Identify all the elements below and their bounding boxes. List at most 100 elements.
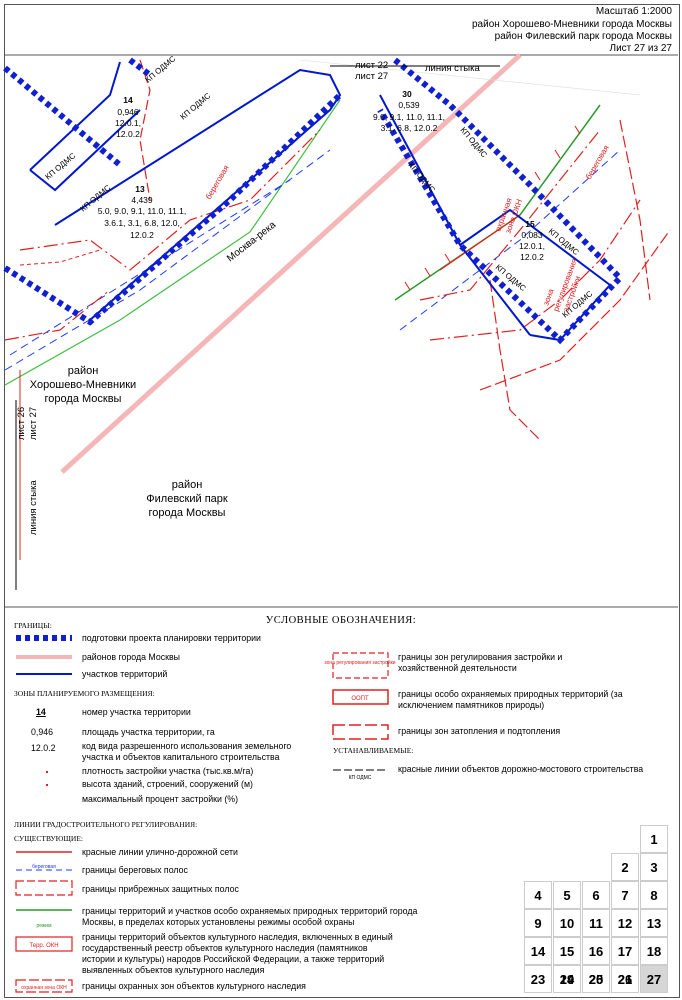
parcel-15-label: 15 0,083 12.0.1, 12.0.2 <box>519 219 545 262</box>
district-boundary <box>60 53 522 474</box>
sheet-index-grid: 1 2 3 4 5 6 7 8 9 10 11 12 13 14 15 16 1… <box>524 825 669 995</box>
legend-natural-terr: границы территорий и участков особо охра… <box>82 906 418 927</box>
svg-text:14: 14 <box>123 95 133 105</box>
svg-text:3.1, 6.8, 12.0.2: 3.1, 6.8, 12.0.2 <box>381 123 438 133</box>
joint-top-label: линия стыка <box>425 63 480 74</box>
sheet-cell-16[interactable]: 16 <box>582 937 610 965</box>
legend-density-text: плотность застройки участка (тыс.кв.м/га… <box>82 766 254 776</box>
district-a-line1: район <box>68 365 99 377</box>
parcel-30-label: 30 0,539 9.0, 9.1, 11.0, 11.1, 3.1, 6.8,… <box>373 89 445 133</box>
parcel-13-border <box>54 68 342 321</box>
legend-ex-code-text: код вида разрешенного использования земе… <box>82 741 292 762</box>
shore-label: береговая <box>204 164 231 201</box>
svg-text:12.0.1,: 12.0.1, <box>115 118 141 128</box>
legend-water-protect: границы прибрежных защитных полос <box>82 884 239 894</box>
svg-text:12.0.2: 12.0.2 <box>116 129 140 139</box>
zone-red-left <box>19 129 321 271</box>
parcel-14-border <box>29 61 121 171</box>
sheet-cell-4[interactable]: 4 <box>524 881 552 909</box>
legend-established-title: УСТАНАВЛИВАЕМЫЕ: <box>333 746 414 755</box>
sheet-cell-24[interactable]: 24 <box>553 965 581 993</box>
district-a-line2: Хорошево-Мневники <box>30 379 136 391</box>
legend-shore-lines: границы береговых полос <box>82 865 188 875</box>
svg-text:12.0.2: 12.0.2 <box>520 252 544 262</box>
sheet-cell-1[interactable]: 1 <box>640 825 668 853</box>
sheet-cell-2[interactable]: 2 <box>611 853 639 881</box>
parcel-13-label: 13 4,439 5.0, 9.0, 9.1, 11.0, 11.1, 3.6.… <box>98 184 187 240</box>
planning-boundary <box>3 65 122 168</box>
svg-text:12.0.1,: 12.0.1, <box>519 241 545 251</box>
legend-district-border: районов города Москвы <box>82 652 180 662</box>
joint-left-label: линия стыка <box>28 480 39 535</box>
shore-line-blue <box>4 149 331 371</box>
sheet-frame <box>4 4 680 998</box>
sheet-cell-13[interactable]: 13 <box>640 909 668 937</box>
zone-red-right <box>429 199 641 341</box>
sheet-top-label-2: лист 27 <box>355 71 388 82</box>
svg-text:15: 15 <box>525 219 535 229</box>
legend-ex-code: 12.0.2 <box>31 743 56 753</box>
district-title-1: район Хорошево-Мневники города Москвы <box>471 19 672 30</box>
sheet-top-label: лист 22 <box>355 60 388 71</box>
sheet-cell-23[interactable]: 23 <box>524 965 552 993</box>
district-b-line3: города Москвы <box>149 507 226 519</box>
svg-text:0,946: 0,946 <box>117 107 139 117</box>
legend-road-red-lines-text: красные линии объектов дорожно-мостового… <box>398 764 644 774</box>
svg-text:12.0.2: 12.0.2 <box>130 230 154 240</box>
district-b-line2: Филевский парк <box>146 493 228 505</box>
legend-title: УСЛОВНЫЕ ОБОЗНАЧЕНИЯ: <box>265 615 417 626</box>
svg-text:30: 30 <box>402 89 412 99</box>
district-title-2: район Филевский парк города Москвы <box>494 31 672 42</box>
svg-text:13: 13 <box>135 184 145 194</box>
sheet-cell-6[interactable]: 6 <box>582 881 610 909</box>
legend-ex-area: 0,946 <box>31 727 54 737</box>
legend-borders-title: ГРАНИЦЫ: <box>14 621 52 630</box>
sheet-cell-7[interactable]: 7 <box>611 881 639 909</box>
sheet-cell-5[interactable]: 5 <box>553 881 581 909</box>
legend-okn-zones: границы охранных зон объектов культурног… <box>82 981 306 991</box>
legend-ex-area-text: площадь участка территории, га <box>82 727 215 737</box>
sheet-cell-10[interactable]: 10 <box>553 909 581 937</box>
svg-text:0,539: 0,539 <box>398 100 420 110</box>
scale-label: Масштаб 1:2000 <box>595 6 672 17</box>
odms-label: КП ОДМС <box>144 54 178 85</box>
sheet-cell-17[interactable]: 17 <box>611 937 639 965</box>
map-canvas: лист 22 лист 27 линия стыка лист 26 лист… <box>3 53 678 590</box>
legend-parcel-border: участков территорий <box>82 669 168 679</box>
odms-label: КП ОДМС <box>44 151 78 182</box>
legend-ex-num: 14 <box>36 707 46 717</box>
sheet-cell-25[interactable]: 25 <box>582 965 610 993</box>
sheet-cell-12[interactable]: 12 <box>611 909 639 937</box>
legend-reg-zone-text: границы зон регулирования застройки и хо… <box>398 652 563 673</box>
sheet-cell-14[interactable]: 14 <box>524 937 552 965</box>
sheet-index-grid-bottom: 23 24 25 26 27 <box>524 965 669 995</box>
district-a-line3: города Москвы <box>45 393 122 405</box>
legend-lines-title: ЛИНИИ ГРАДОСТРОИТЕЛЬНОГО РЕГУЛИРОВАНИЯ: <box>14 820 198 829</box>
river-label: Москва-река <box>225 219 278 264</box>
svg-text:0,083: 0,083 <box>521 230 543 240</box>
sheet-number: Лист 27 из 27 <box>609 43 672 54</box>
sheet-cell-15[interactable]: 15 <box>553 937 581 965</box>
legend-zones-title: ЗОНЫ ПЛАНИРУЕМОГО РАЗМЕЩЕНИЯ: <box>14 689 155 698</box>
svg-text:4,439: 4,439 <box>131 195 153 205</box>
sheet-cell-26[interactable]: 26 <box>611 965 639 993</box>
sheet-cell-9[interactable]: 9 <box>524 909 552 937</box>
legend-ex-num-text: номер участка территории <box>82 707 191 717</box>
sheet-cell-3[interactable]: 3 <box>640 853 668 881</box>
odms-label: КП ОДМС <box>179 91 213 122</box>
odms-label: КП ОДМС <box>406 161 437 195</box>
legend-red-lines-street: красные линии улично-дорожной сети <box>82 847 238 857</box>
sheet-left-label-2: лист 27 <box>28 407 39 440</box>
legend-existing-title: СУЩЕСТВУЮЩИЕ: <box>14 834 84 843</box>
legend-oopt-text: границы особо охраняемых природных терри… <box>398 689 623 710</box>
sheet-cell-11[interactable]: 11 <box>582 909 610 937</box>
legend-percent-text: максимальный процент застройки (%) <box>82 794 239 804</box>
sheet-cell-27-active[interactable]: 27 <box>640 965 668 993</box>
legend-planning-border: подготовки проекта планировки территории <box>82 633 261 643</box>
sheet-cell-8[interactable]: 8 <box>640 881 668 909</box>
svg-text:9.0, 9.1, 11.0, 11.1,: 9.0, 9.1, 11.0, 11.1, <box>373 112 445 122</box>
svg-text:5.0, 9.0, 9.1, 11.0, 11.1,: 5.0, 9.0, 9.1, 11.0, 11.1, <box>98 206 187 216</box>
svg-text:3.6.1, 3.1, 6.8, 12.0,: 3.6.1, 3.1, 6.8, 12.0, <box>104 218 180 228</box>
legend-okn-terr: границы территорий объектов культурного … <box>82 932 393 975</box>
sheet-cell-18[interactable]: 18 <box>640 937 668 965</box>
